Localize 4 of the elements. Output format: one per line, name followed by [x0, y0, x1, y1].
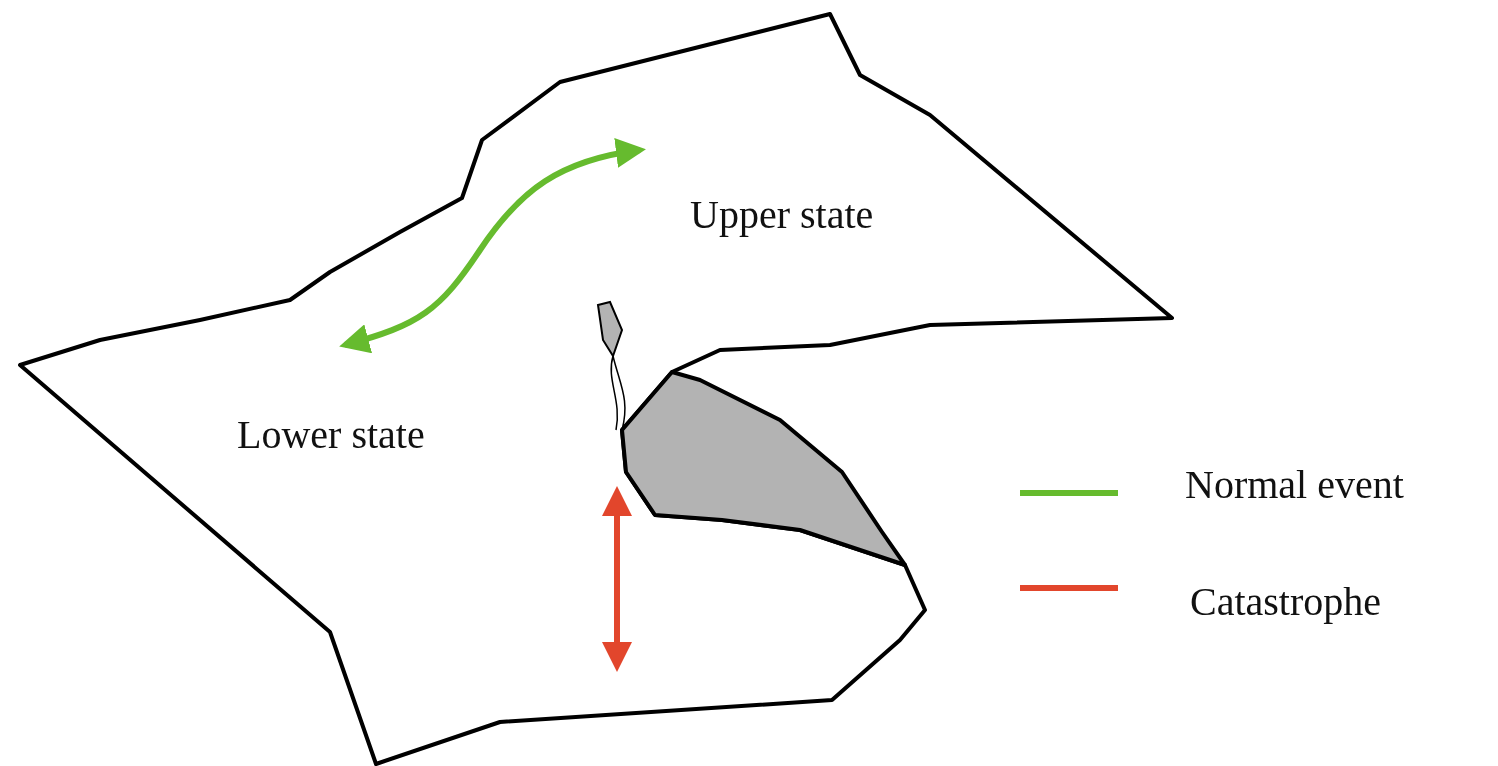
legend-label: Catastrophe [1190, 580, 1382, 624]
state-label: Upper state [690, 193, 874, 237]
legend-label: Normal event [1185, 463, 1404, 507]
state-label: Lower state [237, 413, 425, 457]
